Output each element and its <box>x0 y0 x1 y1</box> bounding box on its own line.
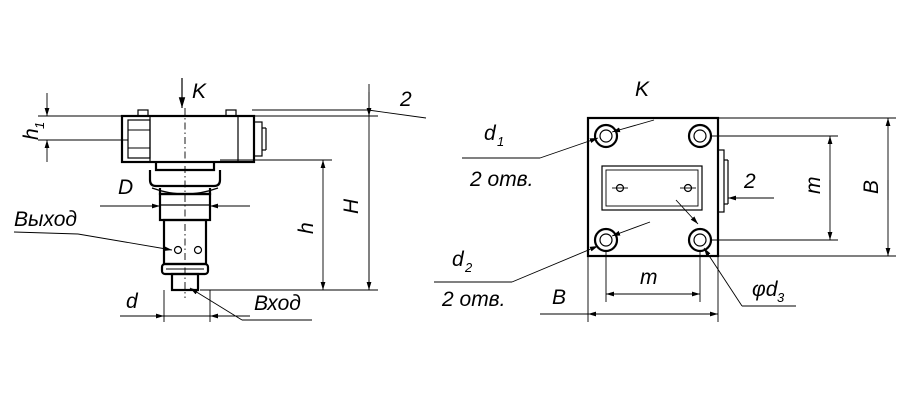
svg-text:B: B <box>860 180 883 194</box>
dimension-m-horizontal: m <box>605 252 701 302</box>
inner-window <box>601 165 703 211</box>
svg-text:d: d <box>126 290 139 313</box>
callout-2-left: 2 <box>252 88 427 119</box>
svg-text:m: m <box>802 177 825 195</box>
dimension-B-vertical: B <box>718 117 896 257</box>
svg-text:1: 1 <box>497 134 504 149</box>
svg-text:2: 2 <box>464 260 473 275</box>
dimension-h1: h 1 <box>20 93 128 162</box>
svg-text:d: d <box>484 122 497 145</box>
square-plate <box>586 116 720 258</box>
svg-text:2 отв.: 2 отв. <box>441 288 505 311</box>
svg-text:h: h <box>20 128 43 140</box>
callout-d1: d 1 2 отв. <box>462 119 655 191</box>
svg-text:D: D <box>118 176 133 199</box>
top-view-k: K <box>434 78 896 322</box>
side-view: K <box>13 78 427 322</box>
svg-text:Вход: Вход <box>254 292 301 315</box>
dimension-B-horizontal: B <box>540 256 719 322</box>
svg-text:2: 2 <box>399 88 412 111</box>
dimension-D: D <box>100 176 250 209</box>
dimension-m-vertical: m <box>712 135 838 241</box>
callout-outlet: Выход <box>13 208 173 252</box>
svg-text:2 отв.: 2 отв. <box>469 168 533 191</box>
callout-phi-d3: φd 3 <box>703 247 796 307</box>
svg-text:1: 1 <box>32 122 47 129</box>
svg-text:2: 2 <box>743 170 756 193</box>
svg-text:Выход: Выход <box>14 208 77 231</box>
valve-housing <box>120 109 267 164</box>
svg-text:d: d <box>452 248 465 271</box>
svg-text:φd: φd <box>752 278 779 301</box>
dimension-H: H <box>200 84 378 291</box>
svg-text:H: H <box>340 198 363 214</box>
callout-inlet: Вход <box>189 287 312 321</box>
callout-d2: d 2 2 отв. <box>434 221 651 311</box>
svg-text:B: B <box>552 286 566 309</box>
dimension-h: h <box>220 159 332 290</box>
svg-text:h: h <box>295 222 318 234</box>
svg-text:m: m <box>640 266 658 289</box>
side-plug <box>717 149 729 213</box>
label-k-right: K <box>635 78 650 101</box>
callout-2-right: 2 <box>728 170 774 201</box>
window-leader <box>675 199 699 225</box>
svg-text:3: 3 <box>777 290 785 305</box>
corner-holes <box>593 123 713 253</box>
label-k-left: K <box>192 80 207 103</box>
dimension-d: d <box>120 290 250 322</box>
